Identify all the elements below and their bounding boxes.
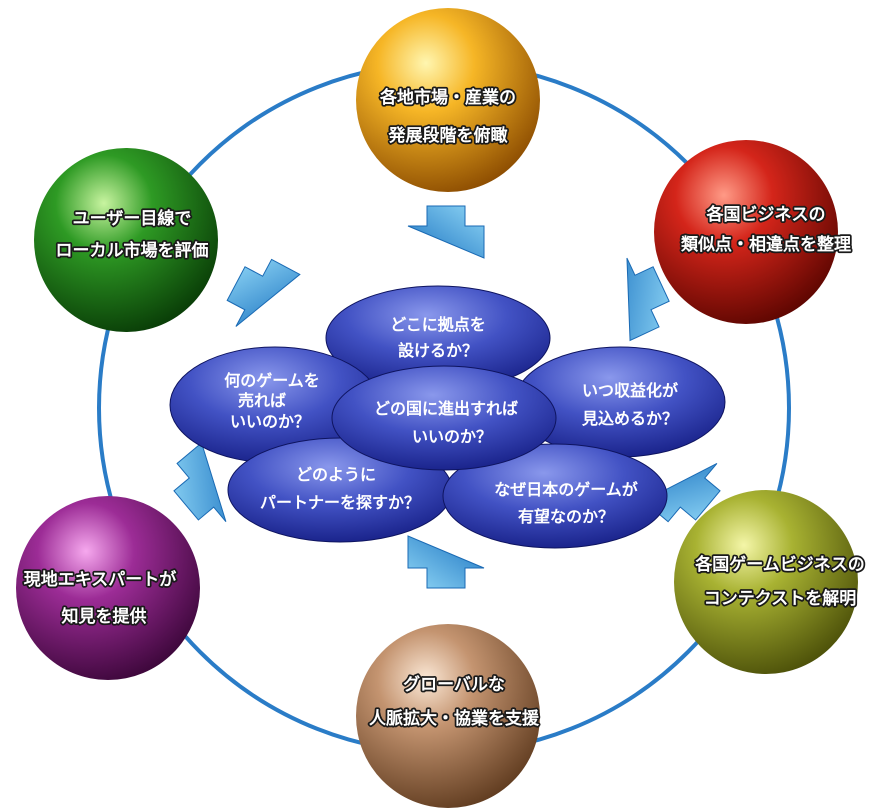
question-ellipse: [442, 443, 668, 549]
question-line: 売れば: [238, 391, 286, 410]
arrow-from-bottom: [407, 535, 485, 589]
question-which-country: どの国に進出すれば いいのか？: [331, 365, 557, 471]
question-japan-games: なぜ日本のゲームが 有望なのか？: [442, 443, 668, 549]
sphere-ball: [34, 148, 218, 332]
question-ellipse: [331, 365, 557, 471]
sphere-line: 各国ゲームビジネスの: [694, 554, 865, 575]
question-line: パートナーを探すか？: [260, 493, 420, 512]
arrow-from-bottom-left: [173, 442, 227, 523]
sphere-ball: [356, 624, 540, 808]
question-line: いいのか？: [230, 412, 310, 431]
sphere-line: 知見を提供: [61, 606, 147, 627]
sphere-orange: 各地市場・産業の 発展段階を俯瞰: [356, 8, 540, 192]
question-base-location: どこに拠点を 設けるか？: [325, 285, 551, 391]
sphere-line: グローバルな: [403, 674, 505, 695]
question-line: なぜ日本のゲームが: [494, 480, 638, 499]
question-line: 設けるか？: [398, 341, 478, 360]
question-line: 見込めるか？: [581, 409, 678, 428]
sphere-line: 各地市場・産業の: [379, 87, 516, 108]
sphere-line: 発展段階を俯瞰: [388, 125, 509, 146]
sphere-ball: [654, 140, 838, 324]
sphere-red: 各国ビジネスの 類似点・相違点を整理: [654, 140, 853, 324]
question-line: 何のゲームを: [224, 371, 320, 390]
sphere-line: 類似点・相違点を整理: [680, 234, 851, 255]
arrow-from-top-right: [626, 257, 670, 342]
sphere-line: ユーザー目線で: [73, 208, 192, 229]
question-line: 有望なのか？: [518, 507, 614, 526]
question-line: どこに拠点を: [390, 315, 486, 334]
sphere-line: 人脈拡大・協業を支援: [369, 708, 540, 729]
sphere-line: コンテクストを解明: [704, 588, 857, 609]
question-line: どの国に進出すれば: [374, 399, 518, 418]
question-cluster: どこに拠点を 設けるか？ 何のゲームを 売れば いいのか？ いつ収益化が 見込め…: [169, 285, 726, 549]
sphere-ball: [356, 8, 540, 192]
arrows: [173, 205, 721, 589]
question-line: いいのか？: [412, 427, 492, 446]
sphere-olive: 各国ゲームビジネスの コンテクストを解明: [674, 490, 867, 674]
question-line: いつ収益化が: [582, 381, 678, 400]
arrow-from-top-left: [226, 258, 301, 327]
sphere-green: ユーザー目線で ローカル市場を評価: [34, 148, 218, 332]
sphere-line: 各国ビジネスの: [706, 204, 826, 225]
sphere-purple: 現地エキスパートが 知見を提供: [16, 496, 200, 680]
question-monetize: いつ収益化が 見込めるか？: [514, 346, 726, 458]
sphere-line: ローカル市場を評価: [56, 240, 209, 261]
sphere-ball: [674, 490, 858, 674]
sphere-ball: [16, 496, 200, 680]
sphere-line: 現地エキスパートが: [24, 569, 177, 590]
question-line: どのように: [296, 465, 376, 484]
arrow-from-top: [407, 205, 485, 259]
sphere-tan: グローバルな 人脈拡大・協業を支援: [356, 624, 542, 808]
